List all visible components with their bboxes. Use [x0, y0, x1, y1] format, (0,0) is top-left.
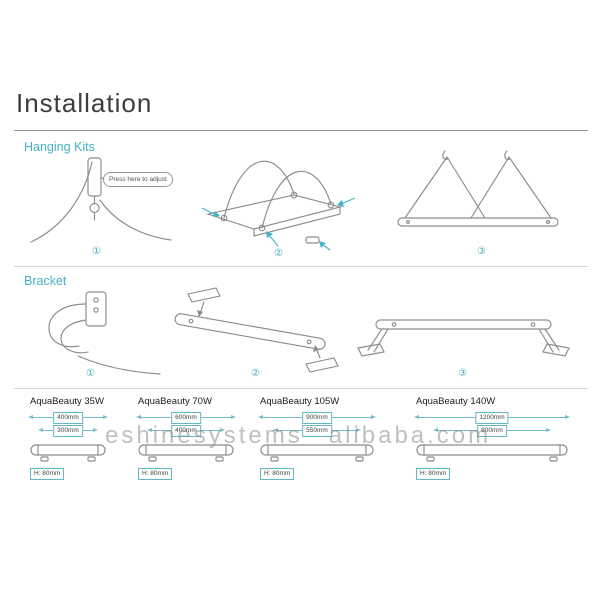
- fixture-front-view: [138, 444, 234, 462]
- hanging-suspended-lamp-diagram: [397, 150, 559, 227]
- section-divider-2: [14, 388, 588, 389]
- product-name: AquaBeauty 105W: [260, 396, 340, 407]
- fixture-front-view: [260, 444, 374, 462]
- title-divider: [14, 130, 588, 131]
- top-dimension-label: 400mm: [53, 412, 83, 424]
- hanging-step3-number: ③: [477, 246, 486, 257]
- hanging-wires-attach-diagram: [201, 160, 356, 251]
- height-label: H: 80mm: [416, 468, 451, 480]
- product-aquabeauty-105w: AquaBeauty 105W 900mm 550mm H: 80mm: [258, 396, 376, 480]
- bottom-dimension: 300mm: [38, 425, 98, 437]
- top-dimension: 900mm: [258, 412, 376, 424]
- top-dimension-label: 600mm: [171, 412, 201, 424]
- bottom-dimension: 550mm: [273, 425, 361, 437]
- fixture-front-view: [416, 444, 568, 462]
- product-name: AquaBeauty 140W: [416, 396, 496, 407]
- bottom-dimension-label: 400mm: [171, 425, 201, 437]
- product-aquabeauty-35w: AquaBeauty 35W 400mm 300mm H: 80mm: [28, 396, 108, 480]
- bottom-dimension-label: 300mm: [53, 425, 83, 437]
- product-aquabeauty-140w: AquaBeauty 140W 1200mm 800mm H: 80mm: [414, 396, 570, 480]
- hanging-step1-figure: Press here to adjust: [25, 150, 177, 250]
- bracket-step2-figure: [158, 284, 343, 379]
- hanging-step2-figure: [190, 138, 365, 253]
- adjust-callout: Press here to adjust: [103, 172, 173, 187]
- page-title: Installation: [16, 88, 153, 118]
- product-name: AquaBeauty 70W: [138, 396, 212, 407]
- section-label-hanging-kits: Hanging Kits: [24, 140, 95, 154]
- height-label: H: 80mm: [30, 468, 65, 480]
- hanging-step2-number: ②: [274, 248, 283, 259]
- top-dimension-label: 1200mm: [475, 412, 509, 424]
- bottom-dimension: 400mm: [147, 425, 225, 437]
- bracket-step1-figure: [30, 286, 165, 378]
- bracket-attach-diagram: [174, 287, 339, 373]
- bracket-step3-figure: [356, 298, 571, 376]
- hanging-step1-number: ①: [92, 246, 101, 257]
- top-dimension: 400mm: [28, 412, 108, 424]
- product-aquabeauty-70w: AquaBeauty 70W 600mm 400mm H: 80mm: [136, 396, 236, 480]
- bracket-step1-number: ①: [86, 368, 95, 379]
- top-dimension-label: 900mm: [302, 412, 332, 424]
- bottom-dimension: 800mm: [433, 425, 551, 437]
- hanging-wire-adjuster-diagram: [30, 157, 172, 243]
- hanging-step3-figure: [388, 148, 568, 253]
- bracket-step2-number: ②: [251, 368, 260, 379]
- height-label: H: 80mm: [138, 468, 173, 480]
- top-dimension: 600mm: [136, 412, 236, 424]
- bottom-dimension-label: 800mm: [477, 425, 507, 437]
- bracket-clamp-side-diagram: [48, 291, 161, 375]
- fixture-front-view: [30, 444, 106, 462]
- bracket-mounted-lamp-diagram: [357, 319, 570, 357]
- section-label-bracket: Bracket: [24, 274, 67, 288]
- bracket-step3-number: ③: [458, 368, 467, 379]
- top-dimension: 1200mm: [414, 412, 570, 424]
- section-divider-1: [14, 266, 588, 267]
- bottom-dimension-label: 550mm: [302, 425, 332, 437]
- product-name: AquaBeauty 35W: [30, 396, 104, 407]
- height-label: H: 80mm: [260, 468, 295, 480]
